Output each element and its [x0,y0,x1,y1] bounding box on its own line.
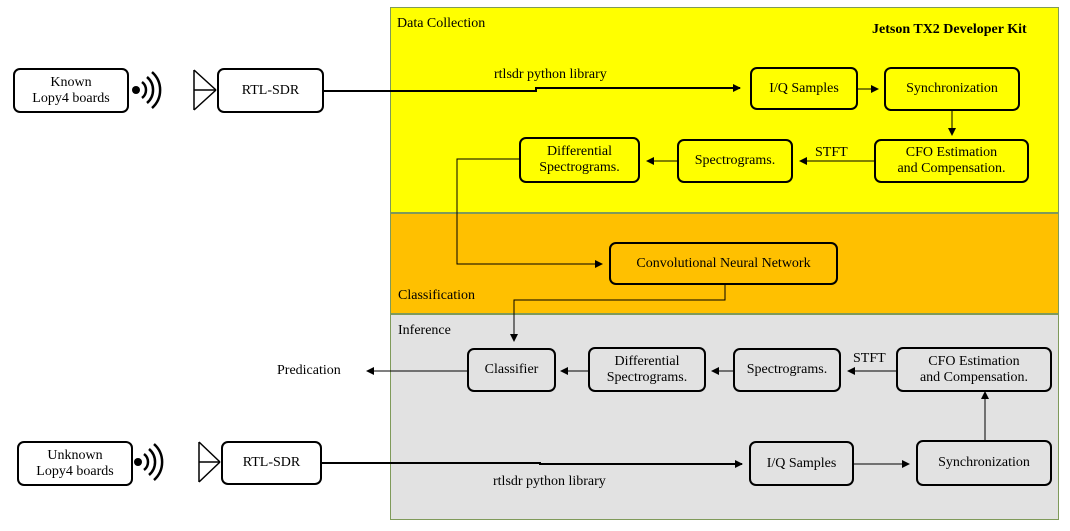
synchronization-inference: Synchronization [916,440,1052,486]
antenna-icon [198,441,221,483]
rtl-sdr-top: RTL-SDR [217,68,324,113]
iq-samples-inference: I/Q Samples [749,441,854,486]
data-collection-label: Data Collection [397,16,486,31]
edge-diff-to-cnn [456,158,603,268]
library-label-bottom: rtlsdr python library [493,474,606,489]
antenna-icon [193,69,217,111]
cfo-estimation-inference: CFO Estimation and Compensation. [896,347,1052,392]
stft-label-bottom: STFT [853,351,886,366]
stft-label-top: STFT [815,145,848,160]
edge-cnn-to-classifier [510,284,726,342]
edge-sdr-to-iq-bottom [322,460,743,468]
iq-samples-collection: I/Q Samples [750,67,858,110]
convolutional-neural-network: Convolutional Neural Network [609,242,838,285]
edge-sdr-to-iq-top [324,84,741,92]
classification-label: Classification [398,288,475,303]
cfo-estimation-collection: CFO Estimation and Compensation. [874,139,1029,183]
inference-label: Inference [398,323,451,338]
jetson-kit-label: Jetson TX2 Developer Kit [872,22,1027,37]
library-label-top: rtlsdr python library [494,67,607,82]
differential-spectrograms-inference: Differential Spectrograms. [588,347,706,392]
differential-spectrograms-collection: Differential Spectrograms. [519,137,640,183]
prediction-output-label: Predication [277,363,341,378]
rtl-sdr-bottom: RTL-SDR [221,441,322,485]
spectrograms-collection: Spectrograms. [677,139,793,183]
radio-waves-icon [132,71,162,109]
classifier-node: Classifier [467,348,556,392]
radio-waves-icon [134,443,164,481]
known-lopy4-boards: Known Lopy4 boards [13,68,129,113]
spectrograms-inference: Spectrograms. [733,348,841,392]
unknown-lopy4-boards: Unknown Lopy4 boards [17,441,133,486]
synchronization-collection: Synchronization [884,67,1020,111]
